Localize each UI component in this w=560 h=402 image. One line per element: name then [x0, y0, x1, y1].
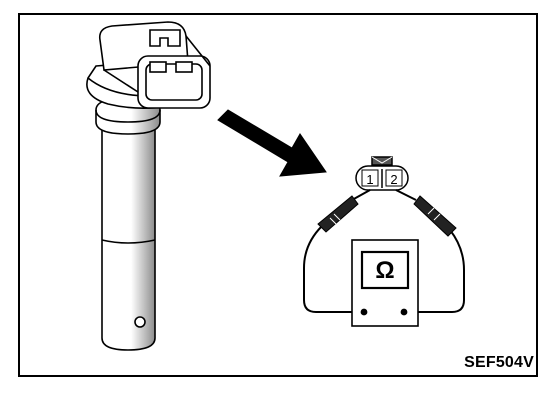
sensor — [86, 21, 211, 351]
ohmmeter-display — [360, 250, 410, 290]
left-probe — [317, 195, 359, 233]
connector-closeup — [355, 156, 409, 191]
probes — [317, 195, 457, 237]
right-probe-wire — [395, 189, 417, 201]
ohm-symbol: Ω — [375, 257, 394, 284]
ohmmeter-terminal-right — [400, 308, 408, 316]
sensor-shaft — [101, 117, 156, 351]
ohmmeter-terminal-left — [360, 308, 368, 316]
pointer-arrow — [217, 109, 327, 177]
left-probe-wire — [351, 189, 371, 201]
mounting-hole — [134, 316, 146, 328]
test-leads — [303, 189, 465, 313]
right-lead — [404, 229, 465, 313]
right-probe — [413, 195, 457, 237]
terminal-2-label: 2 — [390, 172, 397, 187]
ohmmeter — [351, 239, 419, 327]
terminal-1-label: 1 — [366, 172, 373, 187]
left-lead — [303, 225, 364, 313]
figure-reference-code: SEF504V — [464, 354, 534, 371]
